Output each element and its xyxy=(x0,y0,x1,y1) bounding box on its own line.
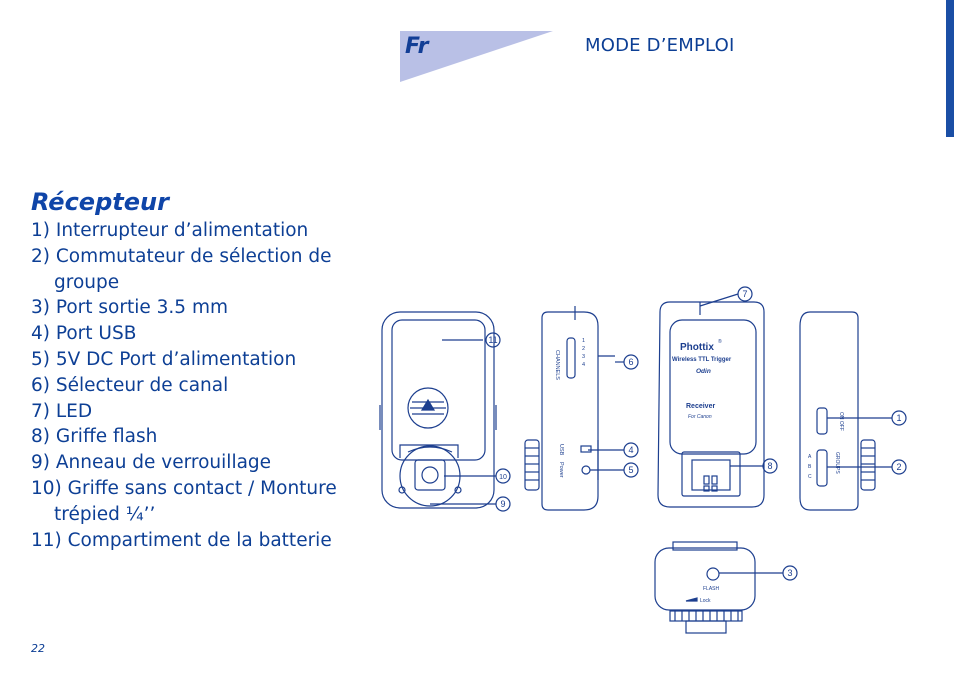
section-title: Récepteur xyxy=(31,188,169,216)
bottom-view: FLASH Lock xyxy=(654,541,756,634)
channel-number: 3 xyxy=(582,354,585,360)
edge-tab-bar xyxy=(946,0,954,137)
leader-lines xyxy=(430,293,892,574)
callout-11: 11 xyxy=(485,332,501,348)
groups-label: GROUPS xyxy=(834,452,840,474)
svg-text:2: 2 xyxy=(896,462,901,472)
parts-list-item: 3) Port sortie 3.5 mm xyxy=(31,297,228,319)
callout-10: 10 xyxy=(495,468,511,484)
svg-text:4: 4 xyxy=(628,445,633,455)
flash-port-icon xyxy=(706,567,720,581)
parts-list-item: 5) 5V DC Port d’alimentation xyxy=(31,348,297,370)
unit-name: Receiver xyxy=(686,403,715,410)
callout-8: 8 xyxy=(762,458,778,474)
callout-3: 3 xyxy=(782,565,798,581)
callout-4: 4 xyxy=(623,442,639,458)
svg-text:11: 11 xyxy=(488,335,497,345)
callout-1: 1 xyxy=(891,410,907,426)
group-letter: C xyxy=(808,474,812,480)
power-label: Power xyxy=(558,462,564,478)
callout-7: 7 xyxy=(737,286,753,302)
group-switch xyxy=(816,449,828,487)
back-view xyxy=(379,311,497,509)
group-letter: B xyxy=(808,464,812,470)
side-view-left: CHANNELS 1 2 3 4 USB Power xyxy=(524,306,615,511)
svg-text:1: 1 xyxy=(896,413,901,423)
product-line: Wireless TTL Trigger xyxy=(672,357,732,363)
language-tab xyxy=(400,31,553,82)
usb-port-icon xyxy=(580,445,592,453)
callout-6: 6 xyxy=(623,354,639,370)
parts-list-item: 4) Port USB xyxy=(31,323,137,345)
brand-trademark: ® xyxy=(718,338,722,345)
channel-number: 1 xyxy=(582,338,585,344)
manual-title: MODE D’EMPLOI xyxy=(585,35,735,56)
channel-number: 4 xyxy=(582,362,585,368)
callout-5: 5 xyxy=(623,462,639,478)
svg-text:10: 10 xyxy=(499,474,507,481)
flash-label: FLASH xyxy=(703,586,720,592)
speaker-grille-icon xyxy=(407,387,449,429)
channel-switch xyxy=(566,337,576,379)
front-view: Phottix ® Wireless TTL Trigger Odin Rece… xyxy=(657,301,765,508)
channel-number: 2 xyxy=(582,346,585,352)
unit-compat: For Canon xyxy=(688,414,712,420)
svg-text:5: 5 xyxy=(628,465,633,475)
svg-text:3: 3 xyxy=(787,568,792,578)
dc-power-port-icon xyxy=(581,465,591,475)
on-off-label: ON OFF xyxy=(838,412,844,431)
lock-label: Lock xyxy=(700,598,711,604)
page-number: 22 xyxy=(31,642,45,655)
side-view-right: ON OFF GROUPS A B C xyxy=(799,311,876,511)
parts-list: 1) Interrupteur d’alimentation 2) Commut… xyxy=(31,218,361,553)
parts-list-item: 1) Interrupteur d’alimentation xyxy=(31,220,309,241)
power-switch xyxy=(816,407,828,435)
model-name: Odin xyxy=(696,368,711,375)
parts-list-item: 11) Compartiment de la batterie xyxy=(31,529,332,551)
channels-label: CHANNELS xyxy=(554,350,560,380)
callout-9: 9 xyxy=(495,496,511,512)
side-ring xyxy=(524,439,540,491)
svg-text:8: 8 xyxy=(767,461,772,471)
svg-text:6: 6 xyxy=(628,357,633,367)
callouts: 11 10 9 6 4 5 7 8 1 2 3 xyxy=(485,286,907,581)
hot-shoe xyxy=(681,451,741,497)
parts-list-item: 9) Anneau de verrouillage xyxy=(31,452,272,474)
callout-2: 2 xyxy=(891,459,907,475)
brand-logo: Phottix xyxy=(680,342,714,353)
usb-label: USB xyxy=(558,444,564,456)
receiver-diagram: CHANNELS 1 2 3 4 USB Power Phottix ® Wir… xyxy=(379,286,907,634)
side-ring xyxy=(860,439,876,491)
svg-text:9: 9 xyxy=(500,499,505,509)
parts-list-item: 7) LED xyxy=(31,400,93,422)
group-letter: A xyxy=(808,454,812,460)
parts-list-item: 8) Griffe flash xyxy=(31,426,158,448)
language-label: Fr xyxy=(405,34,429,59)
svg-text:7: 7 xyxy=(742,289,747,299)
parts-list-item: 6) Sélecteur de canal xyxy=(31,374,229,396)
